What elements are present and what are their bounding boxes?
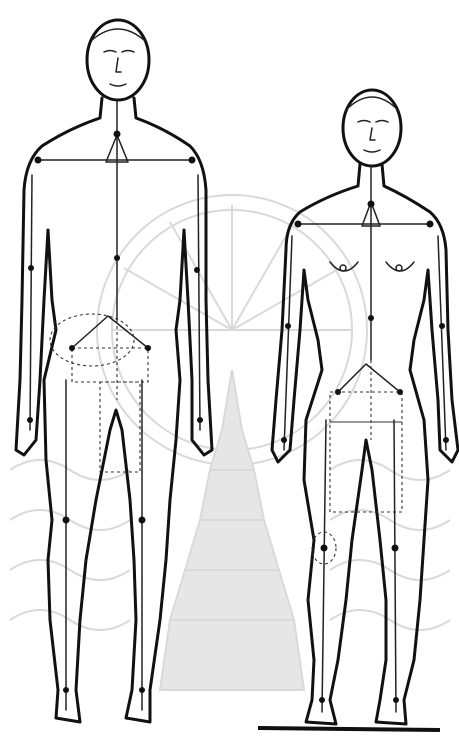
temple-seal-watermark	[10, 195, 450, 690]
male-head	[87, 20, 149, 100]
ground-line	[258, 728, 440, 730]
female-head	[343, 90, 401, 166]
